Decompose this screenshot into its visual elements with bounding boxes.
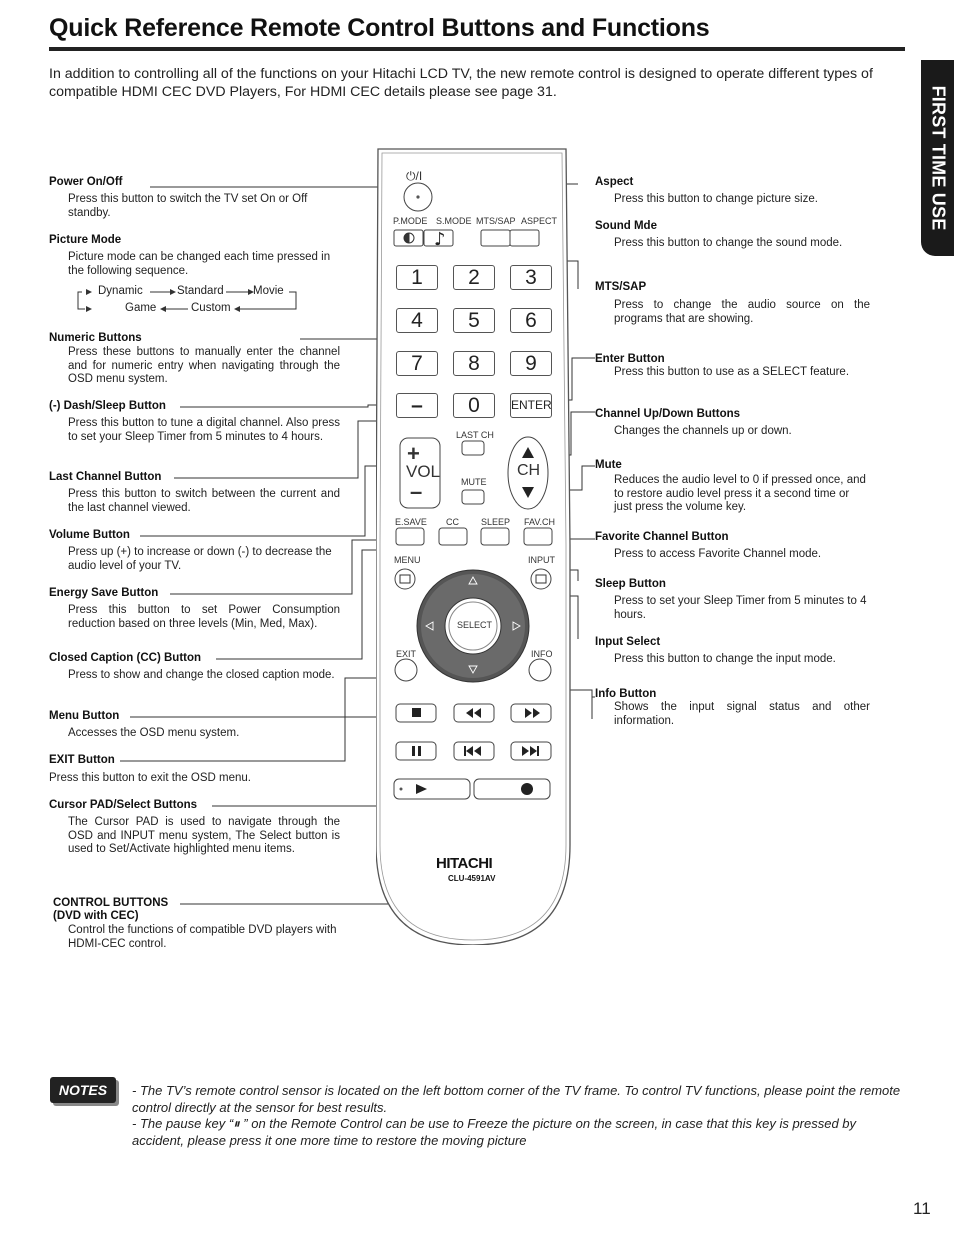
numeric-desc: Press these buttons to manually enter th… (68, 346, 340, 385)
control-label: CONTROL BUTTONS (53, 897, 169, 909)
power-button[interactable]: ⏻/I (406, 169, 423, 183)
volume-desc: Press up (+) to increase or down (-) to … (68, 546, 332, 572)
aspect-label: Aspect (595, 176, 634, 188)
mts-sap-label: MTS/SAP (476, 216, 516, 226)
page-title: Quick Reference Remote Control Buttons a… (49, 14, 710, 42)
volume-label: Volume Button (49, 529, 130, 541)
lastch-desc: Press this button to switch between the … (68, 488, 340, 514)
title-rule (49, 47, 905, 51)
intro-paragraph: In addition to controlling all of the fu… (49, 66, 873, 100)
ch-label: CH (517, 462, 541, 479)
aspect-desc: Press this button to change picture size… (614, 193, 818, 205)
input-label: Input Select (595, 636, 661, 648)
section-tab: FIRST TIME USE (921, 60, 954, 256)
sound-label: Sound Mde (595, 220, 657, 232)
dash-desc: Press this button to tune a digital chan… (68, 417, 340, 443)
remote-control: ♪ (376, 145, 571, 945)
seq-custom: Custom (191, 302, 231, 314)
note-line-1: - The TV’s remote control sensor is loca… (132, 1083, 901, 1115)
vol-minus-icon[interactable]: – (410, 479, 423, 504)
seq-dynamic: Dynamic (98, 285, 143, 297)
vol-plus-icon[interactable]: + (407, 441, 420, 466)
exit-label: EXIT Button (49, 754, 115, 766)
esave-desc: Press this button to set Power Consumpti… (68, 604, 340, 630)
digit-0-button[interactable]: 0 (453, 393, 495, 418)
lastch-label: Last Channel Button (49, 471, 162, 483)
picture-mode-label: Picture Mode (49, 234, 122, 246)
fav-desc: Press to access Favorite Channel mode. (614, 548, 822, 560)
remote-body: ♪ (376, 148, 571, 945)
page-number: 11 (913, 1199, 931, 1218)
menu-btn-label: MENU (394, 555, 421, 565)
enter-desc: Press this button to use as a SELECT fea… (614, 366, 850, 378)
esave-btn-label: E.SAVE (395, 517, 427, 527)
info-desc: Shows the input signal status and other … (614, 701, 870, 727)
esave-label: Energy Save Button (49, 587, 159, 599)
brand-logo: HITACHI (436, 855, 493, 872)
sound-desc: Press this button to change the sound mo… (614, 237, 843, 249)
cc-btn-label: CC (446, 517, 459, 527)
mute-desc: Reduces the audio level to 0 if pressed … (614, 474, 866, 513)
input-desc: Press this button to change the input mo… (614, 653, 836, 665)
select-button[interactable]: SELECT (457, 620, 493, 630)
smode-label: S.MODE (436, 216, 472, 226)
cc-label: Closed Caption (CC) Button (49, 652, 202, 664)
svg-text:♪: ♪ (434, 229, 446, 250)
pmode-label: P.MODE (393, 216, 428, 226)
cursor-desc: The Cursor PAD is used to navigate throu… (68, 816, 340, 855)
digit-9-button[interactable]: 9 (510, 351, 552, 376)
digit-5-button[interactable]: 5 (453, 308, 495, 333)
info-label: Info Button (595, 688, 657, 700)
sleep-desc: Press to set your Sleep Timer from 5 min… (614, 595, 867, 621)
mts-desc: Press to change the audio source on the … (614, 299, 870, 325)
exit-desc: Press this button to exit the OSD menu. (49, 772, 251, 784)
aspect-btn-label: ASPECT (521, 216, 558, 226)
mts-label: MTS/SAP (595, 281, 647, 293)
menu-desc: Accesses the OSD menu system. (68, 727, 240, 739)
control-desc: Control the functions of compatible DVD … (68, 924, 337, 950)
control-sublabel: (DVD with CEC) (53, 910, 139, 922)
channel-label: Channel Up/Down Buttons (595, 408, 741, 420)
enter-label: Enter Button (595, 353, 665, 365)
mute-btn-label: MUTE (461, 477, 487, 487)
vol-label: VOL (406, 462, 441, 481)
enter-button[interactable]: ENTER (510, 393, 552, 418)
input-btn-label: INPUT (528, 555, 555, 565)
digit-7-button[interactable]: 7 (396, 351, 438, 376)
sleep-label: Sleep Button (595, 578, 666, 590)
power-label: Power On/Off (49, 176, 123, 188)
digit-3-button[interactable]: 3 (510, 265, 552, 290)
seq-movie: Movie (253, 285, 284, 297)
mute-label: Mute (595, 459, 622, 471)
fav-label: Favorite Channel Button (595, 531, 729, 543)
seq-standard: Standard (177, 285, 224, 297)
picture-mode-desc: Picture mode can be changed each time pr… (68, 251, 331, 277)
info-btn-label: INFO (531, 649, 553, 659)
last-ch-label: LAST CH (456, 430, 494, 440)
digit-8-button[interactable]: 8 (453, 351, 495, 376)
seq-game: Game (125, 302, 157, 314)
exit-btn-label: EXIT (396, 649, 417, 659)
channel-desc: Changes the channels up or down. (614, 425, 792, 437)
cursor-label: Cursor PAD/Select Buttons (49, 799, 198, 811)
note-line-2: - The pause key “⏸ ” on the Remote Contr… (132, 1116, 857, 1148)
dash-label: (-) Dash/Sleep Button (49, 400, 166, 412)
model-number: CLU-4591AV (448, 874, 496, 883)
digit-2-button[interactable]: 2 (453, 265, 495, 290)
menu-label: Menu Button (49, 710, 120, 722)
digit-6-button[interactable]: 6 (510, 308, 552, 333)
sleep-btn-label: SLEEP (481, 517, 511, 527)
digit-4-button[interactable]: 4 (396, 308, 438, 333)
favch-btn-label: FAV.CH (524, 517, 556, 527)
numeric-label: Numeric Buttons (49, 332, 142, 344)
cc-desc: Press to show and change the closed capt… (68, 669, 335, 681)
notes-badge: NOTES (50, 1077, 116, 1103)
digit-1-button[interactable]: 1 (396, 265, 438, 290)
dash-button[interactable]: – (396, 393, 438, 418)
power-desc: Press this button to switch the TV set O… (68, 193, 308, 219)
